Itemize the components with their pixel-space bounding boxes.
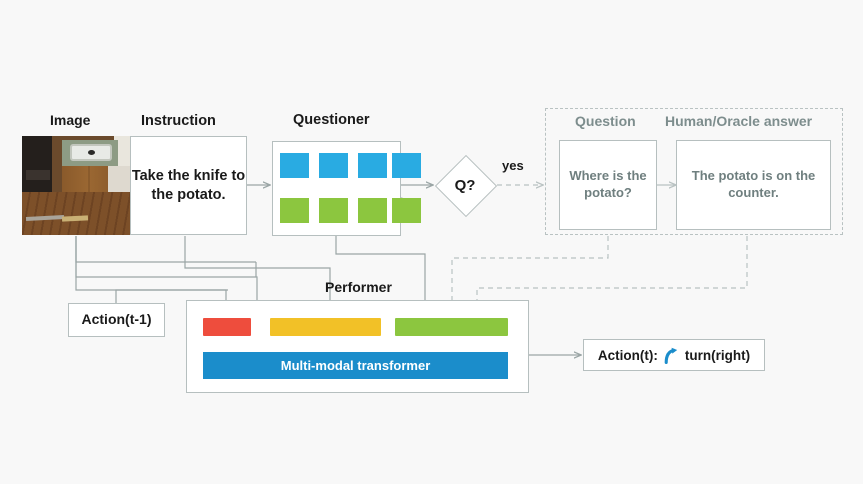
instruction-feature-bar [270, 318, 381, 336]
questioner-label: Questioner [293, 112, 370, 128]
image-label: Image [50, 112, 91, 128]
photo-sink-drain [88, 150, 95, 155]
vision-feature-bar [203, 318, 251, 336]
question-box: Where is the potato? [559, 140, 657, 230]
oracle-answer-box: The potato is on the counter. [676, 140, 831, 230]
turn-right-arrow-icon [663, 347, 680, 364]
dialog-feature-bar [395, 318, 508, 336]
questioner-module [272, 141, 421, 236]
instruction-label: Instruction [141, 113, 216, 129]
photo-white-panel [108, 166, 130, 194]
output-action-box: Action(t): turn(right) [583, 339, 765, 371]
questioner-blue-node-2 [319, 153, 348, 178]
diamond-label: Q? [454, 176, 476, 194]
oracle-column-label: Human/Oracle answer [665, 113, 813, 129]
scene-image-thumbnail [22, 136, 130, 235]
dialog-group-dashed-container [545, 108, 843, 235]
questioner-blue-node-1 [280, 153, 309, 178]
photo-floor [22, 192, 130, 235]
multi-modal-transformer-bar: Multi-modal transformer [203, 352, 508, 379]
photo-dark-cabinet [22, 136, 52, 194]
questioner-green-node-4 [392, 198, 421, 223]
performer-module [186, 300, 529, 393]
instruction-box: Take the knife to the potato. [130, 136, 247, 235]
questioner-green-node-1 [280, 198, 309, 223]
photo-wood-cabinet [62, 166, 116, 193]
output-action-prefix: Action(t): [597, 347, 658, 363]
questioner-blue-node-3 [358, 153, 387, 178]
performer-label: Performer [325, 279, 392, 295]
questioner-green-node-3 [358, 198, 387, 223]
question-decision-diamond: Q? [434, 154, 497, 217]
output-action-value: turn(right) [684, 347, 751, 363]
questioner-blue-node-4 [392, 153, 421, 178]
previous-action-box: Action(t-1) [68, 303, 165, 337]
yes-branch-label: yes [502, 158, 524, 173]
photo-dark-shelf [26, 170, 50, 180]
question-column-label: Question [575, 113, 636, 129]
questioner-green-node-2 [319, 198, 348, 223]
